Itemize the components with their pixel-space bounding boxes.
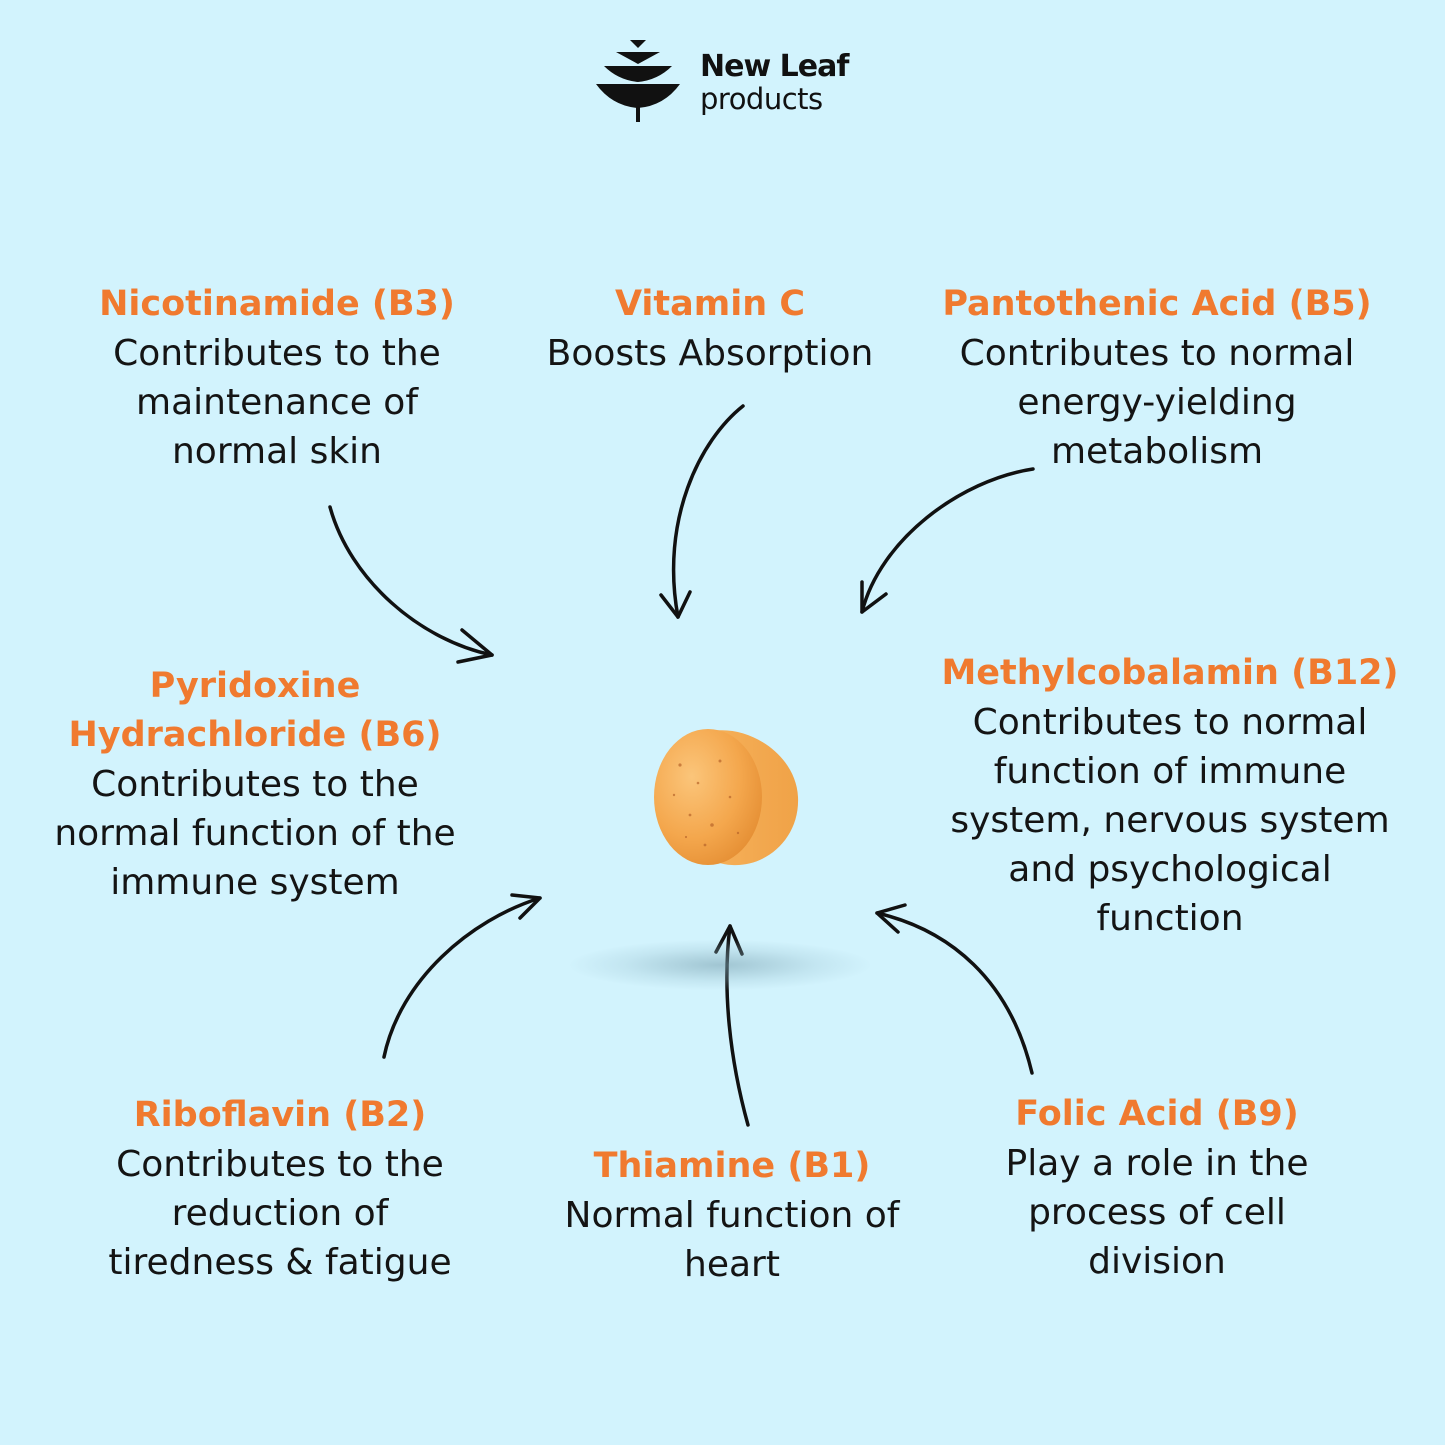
item-folic-acid: Folic Acid (B9) Play a role in the proce… (957, 1090, 1357, 1286)
item-vitamin-c: Vitamin C Boosts Absorption (510, 280, 910, 378)
item-desc-line: system, nervous system (950, 800, 1390, 841)
arrow-from-vitamin-c (659, 404, 745, 619)
item-desc-line: function of immune (993, 751, 1347, 792)
item-title: Hydrachloride (B6) (68, 715, 442, 755)
item-desc-line: function (1096, 898, 1244, 939)
item-pyridoxine: Pyridoxine Hydrachloride (B6) Contribute… (30, 662, 480, 907)
item-title: Nicotinamide (B3) (99, 284, 455, 324)
leaf-logo-icon (596, 40, 680, 122)
item-desc-line: division (1088, 1241, 1226, 1282)
item-desc-line: Play a role in the (1005, 1143, 1309, 1184)
item-desc-line: normal skin (171, 431, 382, 472)
item-desc-line: Boosts Absorption (546, 333, 874, 374)
item-desc-line: maintenance of (136, 382, 418, 423)
arrow-from-b3 (328, 505, 494, 664)
item-title: Pantothenic Acid (B5) (942, 284, 1372, 324)
brand-name: New Leaf (700, 49, 849, 84)
item-desc-line: Contributes to the (91, 764, 419, 805)
item-desc-line: Contributes to normal (972, 702, 1368, 743)
item-desc-line: energy-yielding (1017, 382, 1297, 423)
item-riboflavin: Riboflavin (B2) Contributes to the reduc… (65, 1091, 495, 1287)
item-methylcobalamin: Methylcobalamin (B12) Contributes to nor… (935, 649, 1405, 943)
item-desc-line: Contributes to normal (959, 333, 1355, 374)
item-desc-line: normal function of the (54, 813, 456, 854)
brand-subtitle: products (700, 82, 823, 116)
item-title: Riboflavin (B2) (133, 1095, 427, 1135)
item-nicotinamide: Nicotinamide (B3) Contributes to the mai… (62, 280, 492, 476)
item-title: Thiamine (B1) (593, 1146, 871, 1186)
item-desc-line: Contributes to the (116, 1144, 444, 1185)
arrow-from-b9 (875, 903, 1034, 1075)
item-pantothenic-acid: Pantothenic Acid (B5) Contributes to nor… (917, 280, 1397, 476)
item-desc-line: immune system (110, 862, 400, 903)
item-title: Pyridoxine (149, 666, 361, 706)
item-desc-line: metabolism (1050, 431, 1264, 472)
orange-tablet-image (654, 729, 799, 866)
item-desc-line: Contributes to the (113, 333, 441, 374)
item-desc-line: reduction of (171, 1193, 389, 1234)
item-desc-line: Normal function of (564, 1195, 900, 1236)
item-desc-line: tiredness & fatigue (108, 1242, 452, 1283)
item-desc-line: heart (684, 1244, 780, 1285)
tablet-shadow (570, 940, 870, 990)
item-title: Vitamin C (614, 284, 806, 324)
arrow-from-b5 (860, 467, 1035, 614)
item-desc-line: process of cell (1028, 1192, 1286, 1233)
item-desc-line: and psychological (1008, 849, 1332, 890)
brand-logo: New Leaf products (594, 38, 864, 128)
item-title: Folic Acid (B9) (1015, 1094, 1299, 1134)
item-title: Methylcobalamin (B12) (941, 653, 1399, 693)
item-thiamine: Thiamine (B1) Normal function of heart (532, 1142, 932, 1289)
arrow-from-b2 (382, 893, 542, 1059)
